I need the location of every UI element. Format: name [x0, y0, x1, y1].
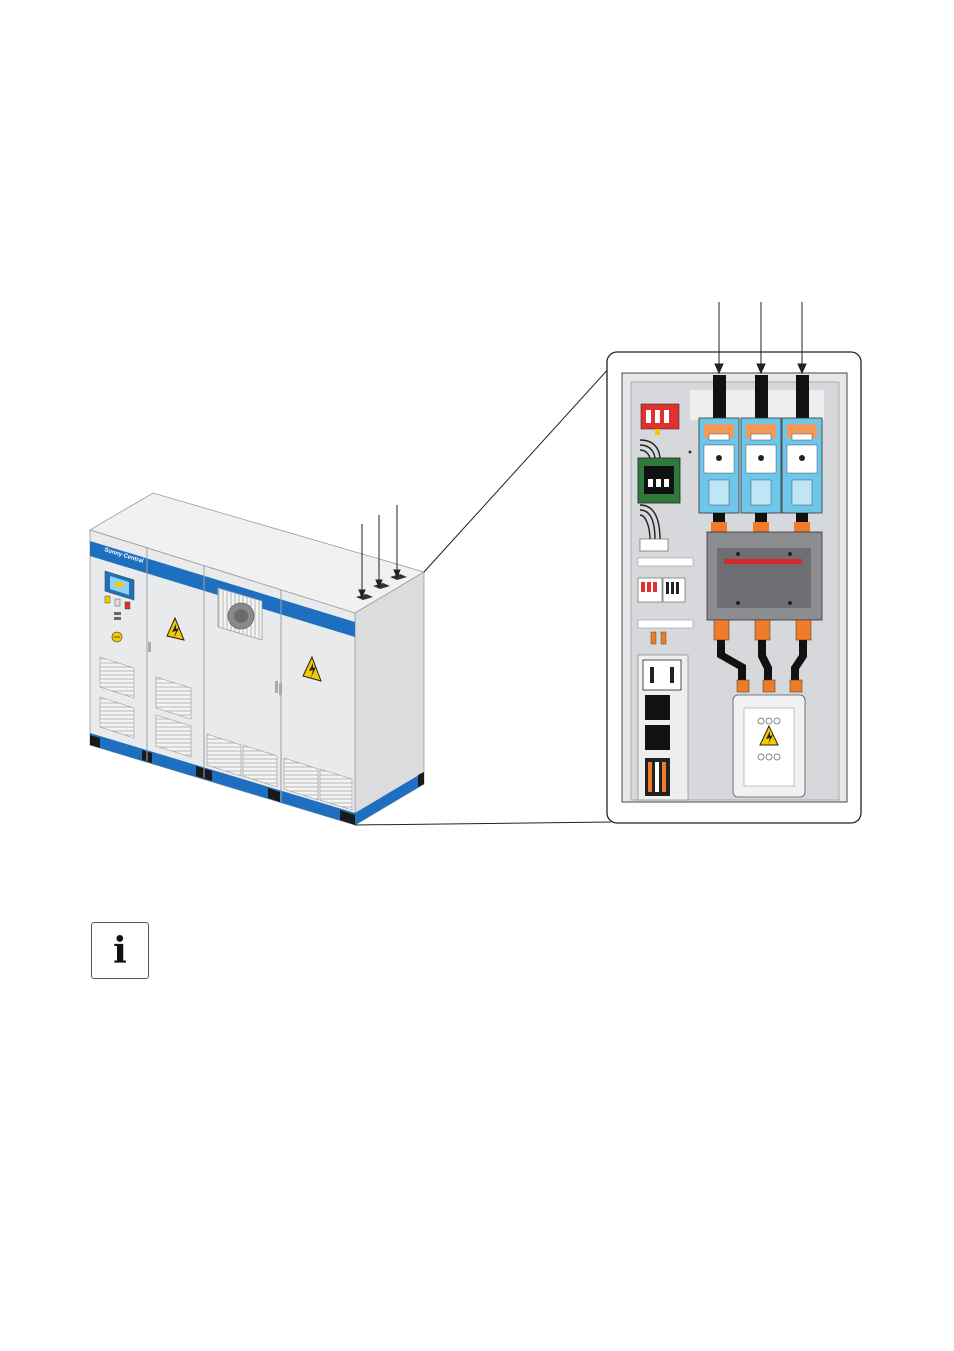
inverter-cabinet: Sunny Central [89, 492, 425, 826]
control-column [637, 654, 689, 801]
warning-triangle-icon [759, 724, 779, 746]
monitoring-module [637, 457, 681, 504]
main-contactor [706, 531, 823, 621]
lower-cables [717, 640, 807, 685]
ac-cable-arrows [714, 302, 807, 375]
control-display [104, 570, 135, 601]
wires-left [639, 439, 661, 541]
alarm-button [124, 601, 131, 610]
warning-triangle-icon [302, 655, 322, 682]
fuse-holders [650, 631, 667, 645]
busbar-top [711, 522, 810, 534]
info-icon: i [91, 922, 149, 979]
cable-entry-plates [356, 574, 407, 600]
info-glyph: i [113, 929, 127, 972]
start-button [104, 595, 111, 604]
warning-triangle-icon [166, 616, 185, 641]
plinth [90, 735, 100, 748]
terminal-block [639, 538, 669, 552]
cabinet-base-band [90, 733, 355, 825]
stop-button [114, 598, 121, 607]
surge-arrester [640, 403, 680, 435]
ac-cables [713, 375, 809, 420]
busbar-bottom [713, 619, 812, 641]
filter-box [732, 694, 806, 798]
ac-fuse-switches [698, 417, 823, 514]
circuit-breakers [637, 577, 686, 603]
cabinet-interior-detail [606, 302, 862, 824]
zoom-line-bottom [354, 821, 612, 826]
zoom-line-top [423, 365, 612, 573]
fan-icon [217, 587, 263, 641]
cable-arrows [358, 505, 401, 599]
